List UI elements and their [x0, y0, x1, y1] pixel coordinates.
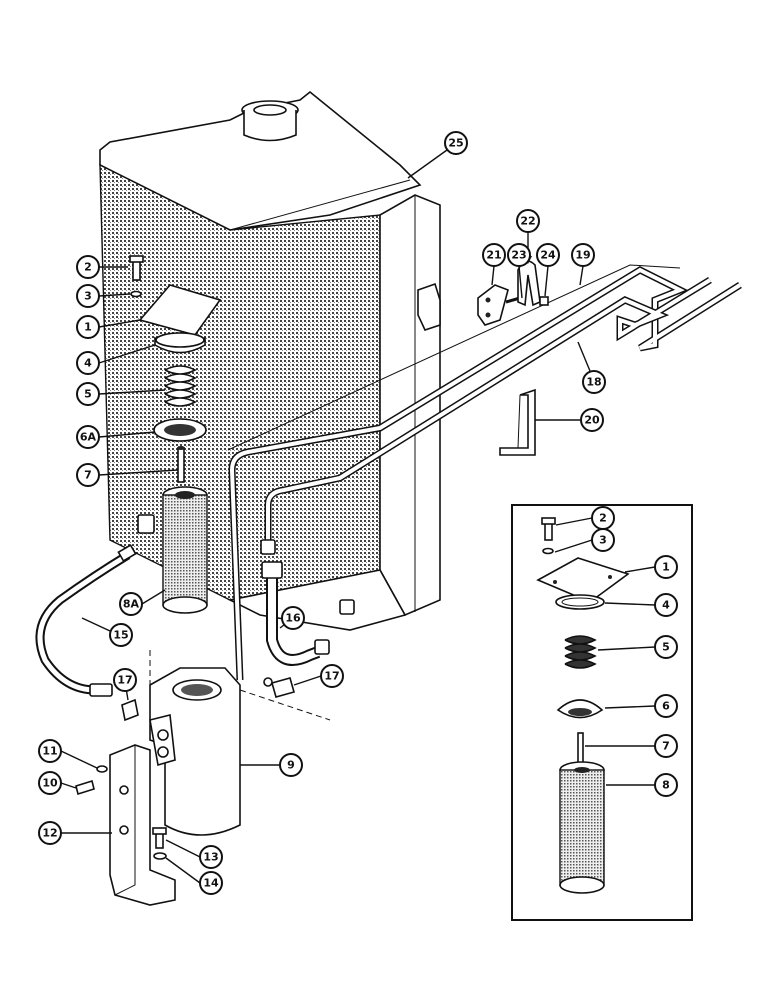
callout-23: 23 [507, 243, 531, 267]
callout-2: 2 [76, 255, 100, 279]
radiator-core [99, 163, 381, 601]
mounting-bracket [75, 744, 176, 906]
tubes [227, 264, 742, 681]
inset-callout-7: 7 [654, 734, 678, 758]
callout-14: 14 [199, 871, 223, 895]
svg-text:16: 16 [285, 612, 301, 625]
svg-text:12: 12 [42, 827, 57, 840]
svg-text:10: 10 [42, 777, 58, 790]
svg-text:17: 17 [324, 670, 339, 683]
callout-22: 22 [516, 209, 540, 233]
svg-text:3: 3 [84, 290, 92, 303]
inset-callout-2: 2 [591, 506, 615, 530]
callout-3: 3 [76, 284, 100, 308]
inset-callout-4: 4 [654, 593, 678, 617]
svg-text:21: 21 [486, 249, 501, 262]
svg-text:2: 2 [84, 261, 92, 274]
svg-text:4: 4 [84, 357, 92, 370]
callout-20: 20 [580, 408, 604, 432]
svg-text:22: 22 [520, 215, 535, 228]
filter-cover-assembly [129, 255, 222, 354]
svg-text:7: 7 [84, 469, 92, 482]
svg-text:6A: 6A [80, 431, 97, 444]
hose-16 [261, 561, 330, 666]
callout-4: 4 [76, 351, 100, 375]
svg-text:7: 7 [662, 740, 670, 753]
callout-19: 19 [571, 243, 595, 267]
svg-text:24: 24 [540, 249, 556, 262]
svg-text:23: 23 [511, 249, 526, 262]
filter-housing [149, 650, 331, 836]
svg-text:15: 15 [113, 629, 128, 642]
spring [164, 365, 197, 407]
svg-text:25: 25 [448, 137, 463, 150]
callout-11: 11 [38, 739, 62, 763]
svg-text:8: 8 [662, 779, 670, 792]
svg-text:20: 20 [584, 414, 600, 427]
spring-seat [153, 418, 207, 442]
svg-text:18: 18 [586, 376, 601, 389]
svg-text:5: 5 [84, 388, 92, 401]
callout-17-left: 17 [113, 668, 137, 692]
svg-text:19: 19 [575, 249, 590, 262]
svg-text:2: 2 [599, 512, 607, 525]
callout-24: 24 [536, 243, 560, 267]
rod [177, 446, 185, 483]
callout-8a: 8A [119, 592, 143, 616]
callout-5: 5 [76, 382, 100, 406]
inset-callout-3: 3 [591, 528, 615, 552]
filter-element [162, 486, 208, 614]
svg-text:1: 1 [84, 321, 92, 334]
svg-text:6: 6 [662, 700, 670, 713]
callout-15: 15 [109, 623, 133, 647]
clamp-parts [477, 260, 549, 326]
callout-25: 25 [444, 131, 468, 155]
inset-callout-5: 5 [654, 635, 678, 659]
svg-text:5: 5 [662, 641, 670, 654]
callout-10: 10 [38, 771, 62, 795]
fitting-17-right [263, 677, 295, 698]
svg-text:13: 13 [203, 851, 218, 864]
fitting-17-left [121, 698, 139, 722]
callout-1: 1 [76, 315, 100, 339]
callout-13: 13 [199, 845, 223, 869]
svg-text:14: 14 [203, 877, 219, 890]
svg-text:3: 3 [599, 534, 607, 547]
svg-text:1: 1 [662, 561, 670, 574]
callout-17-right: 17 [320, 664, 344, 688]
svg-text:17: 17 [117, 674, 132, 687]
callout-16: 16 [281, 606, 305, 630]
callout-7: 7 [76, 463, 100, 487]
callout-6a: 6A [76, 425, 100, 449]
inset-callout-8: 8 [654, 773, 678, 797]
inset-callout-6: 6 [654, 694, 678, 718]
callout-9: 9 [279, 753, 303, 777]
callout-21: 21 [482, 243, 506, 267]
svg-text:4: 4 [662, 599, 670, 612]
svg-text:11: 11 [42, 745, 57, 758]
svg-text:8A: 8A [123, 598, 140, 611]
inset-callout-1: 1 [654, 555, 678, 579]
callout-18: 18 [582, 370, 606, 394]
callout-12: 12 [38, 821, 62, 845]
hose-15 [35, 544, 137, 697]
svg-text:9: 9 [287, 759, 295, 772]
tube-bracket [499, 388, 536, 456]
